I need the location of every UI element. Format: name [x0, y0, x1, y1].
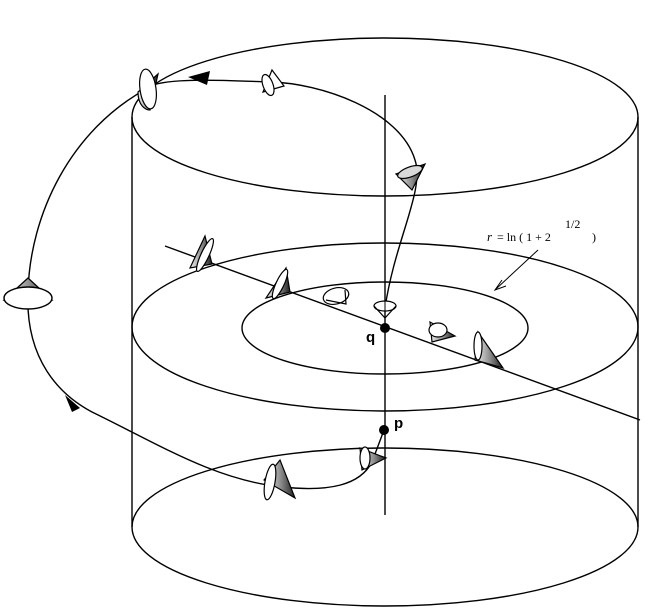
cone-1 [137, 68, 159, 111]
cone-4 [188, 234, 215, 273]
point-q-label: q [366, 329, 375, 346]
cone-3 [394, 162, 427, 192]
equation-pointer-line [495, 249, 539, 290]
cone-5 [264, 266, 291, 300]
outer-left-curve [27, 87, 385, 490]
point-p-dot [379, 425, 389, 435]
equation-rhs: = ln ( 1 + 2 [497, 230, 551, 244]
cone-11 [263, 458, 297, 501]
diagonal-line [164, 245, 641, 421]
arrow-lower-left [65, 395, 80, 412]
cone-10-base [3, 286, 53, 310]
equation-exponent: 1/2 [565, 217, 580, 231]
equation-pointer-arrowhead [493, 279, 507, 292]
cone-6 [322, 286, 350, 306]
equation-close: ) [592, 230, 596, 244]
radius-equation: r = ln ( 1 + 2 1/2 ) [487, 217, 596, 292]
point-p-label: p [394, 415, 403, 432]
arrow-upper [188, 71, 210, 85]
point-q-dot [380, 323, 390, 333]
cone-7 [373, 300, 397, 319]
cone-12 [359, 446, 388, 471]
cone-2 [261, 68, 286, 97]
cone-10 [2, 277, 54, 310]
cone-9 [473, 330, 505, 370]
cone-8 [428, 320, 457, 343]
equation-lhs: r [487, 229, 493, 244]
